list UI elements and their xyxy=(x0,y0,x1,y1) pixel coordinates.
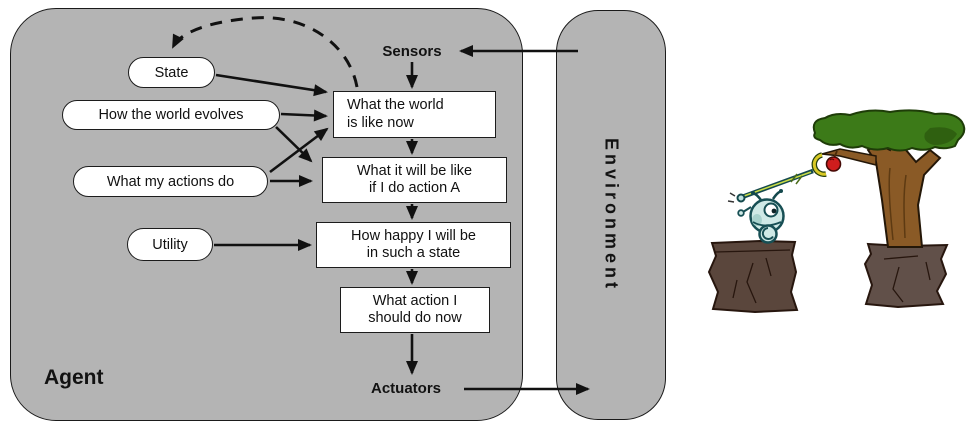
left-cliff xyxy=(707,239,799,314)
box2-line1: What it will be like xyxy=(356,162,473,179)
oval-how-the-world-evolves-label: How the world evolves xyxy=(98,107,244,123)
box-what-the-world-is-like-now: What the world is like now xyxy=(333,91,496,138)
robot-antenna xyxy=(737,209,745,217)
apple-icon xyxy=(825,150,842,172)
box4-line2: should do now xyxy=(368,310,462,326)
right-cliff xyxy=(863,242,949,309)
box-what-action-i-should-do: What action I should do now xyxy=(340,287,490,333)
environment-container: Environment xyxy=(556,10,666,420)
agent-container xyxy=(10,8,523,421)
sensors-label: Sensors xyxy=(382,43,442,60)
box1-line1: What the world xyxy=(347,97,444,114)
box4-line1: What action I xyxy=(372,292,458,309)
oval-what-my-actions-do-label: What my actions do xyxy=(106,173,235,190)
robot-body xyxy=(749,198,785,234)
robot-wheel xyxy=(758,224,778,244)
box3-line1: How happy I will be xyxy=(351,227,476,244)
box-what-it-will-be-like: What it will be like if I do action A xyxy=(322,157,507,203)
oval-utility-label: Utility xyxy=(152,236,188,253)
box3-line2: in such a state xyxy=(366,245,461,261)
box1-line2: is like now xyxy=(347,114,414,131)
grabber-claw xyxy=(811,152,827,177)
box2-line2: if I do action A xyxy=(368,180,461,196)
tree-trunk xyxy=(866,128,942,248)
oval-utility: Utility xyxy=(127,228,213,261)
agent-label: Agent xyxy=(44,366,104,389)
box-how-happy-i-will-be: How happy I will be in such a state xyxy=(316,222,511,268)
environment-label: Environment xyxy=(601,137,622,292)
robot xyxy=(727,152,827,244)
robot-apple-cartoon xyxy=(707,109,966,314)
robot-eye xyxy=(763,202,779,218)
oval-state: State xyxy=(128,57,215,88)
oval-state-label: State xyxy=(154,64,189,81)
tree-canopy xyxy=(812,109,966,152)
grabber-rod xyxy=(741,168,814,200)
oval-how-the-world-evolves: How the world evolves xyxy=(62,100,280,130)
tree-branch xyxy=(821,148,877,166)
oval-what-my-actions-do: What my actions do xyxy=(73,166,268,197)
actuators-label: Actuators xyxy=(370,380,441,397)
tree xyxy=(812,109,966,248)
